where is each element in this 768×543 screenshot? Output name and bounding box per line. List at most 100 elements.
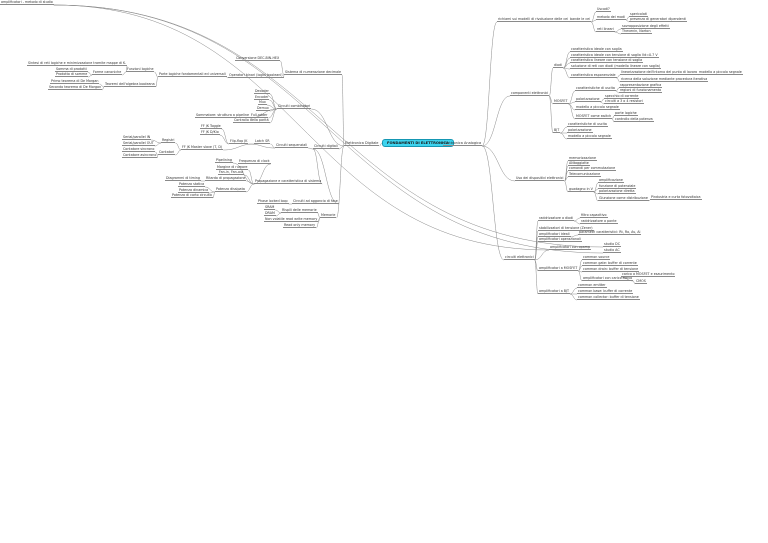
node-d-cb1[interactable]: Decoder (254, 89, 270, 94)
node-a-m4b[interactable]: controllo della potenza (614, 117, 654, 122)
node-a-b1[interactable]: caratteristiche di uscita (567, 122, 608, 127)
node-a-c6d2[interactable]: CMOS (635, 279, 647, 284)
node-d-cb4[interactable]: Demux (256, 106, 270, 111)
node-d-f2a[interactable]: Somma di prodotti (55, 67, 88, 72)
node-d-num[interactable]: Sistema di numerazione decimale (284, 70, 343, 75)
node-d-latch[interactable]: Latch SR (254, 139, 271, 144)
node-a-m3[interactable]: modello a piccolo segnale (575, 105, 620, 110)
node-a-c6c[interactable]: common drain: buffer di tensione (582, 267, 640, 272)
node-a-b2[interactable]: polarizzazione (567, 128, 593, 133)
node-a-m4a[interactable]: porte logiche (614, 111, 638, 116)
node-d-t1[interactable]: Primo teorema di De Morgan (50, 79, 100, 84)
node-a-m4[interactable]: MOSFET come switch (575, 114, 613, 119)
node-a-c7a[interactable]: common emitter (577, 283, 607, 288)
node-d-mem[interactable]: Memorie (320, 213, 337, 218)
node-d-prop[interactable]: Propagazione e caratteristica di sistema (254, 179, 323, 184)
node-d-m1[interactable]: Rispili delle memorie (281, 208, 318, 213)
node-d-fl2[interactable]: FF JK D/Kio (200, 130, 220, 135)
node-d-p2[interactable]: Frequenza di clock (238, 159, 271, 164)
node-a-c5a2[interactable]: studio AC (603, 248, 621, 253)
node-d-seq[interactable]: Circuiti sequenziali (275, 143, 309, 148)
node-a-u5b[interactable]: funzione di potenziale (598, 184, 637, 189)
node-d-f2b[interactable]: Prodotto di somme (55, 72, 89, 77)
node-d-cnt[interactable]: Contatori (158, 150, 176, 155)
node-a-c7[interactable]: amplificatori a BJT (538, 289, 571, 294)
node-d-m3[interactable]: Read only memory (283, 223, 317, 228)
node-a-d1[interactable]: caratteristica ideale con soglia (570, 47, 623, 52)
node-d-ms[interactable]: FF JK Master slave (T, D) (181, 145, 224, 150)
node-d-comb[interactable]: Circuiti combinatori (277, 104, 312, 109)
node-d-m1b[interactable]: DRAM (264, 211, 276, 216)
node-a-c6b[interactable]: common gate: buffer di corrente (582, 261, 638, 266)
node-d-t2[interactable]: Secondo teorema di De Morgan (48, 85, 103, 90)
node-d-ma1[interactable]: Phase locked loop (257, 199, 289, 204)
node-d-p6b[interactable]: Potenza dinamica (178, 188, 210, 193)
node-d-flip[interactable]: Flip-flop JK (229, 139, 249, 144)
node-d-p3[interactable]: Margine di rumore (216, 165, 249, 170)
node-a-c5a1[interactable]: studio DC (603, 242, 622, 247)
node-d-f1[interactable]: Sintesi di reti logiche e minimizzazione… (27, 61, 128, 66)
node-a-disp[interactable]: Uso dei dispositivi elettronici (515, 176, 565, 181)
node-a-c5a[interactable]: amplificatori - metodo di studio (0, 0, 54, 5)
node-d-m1a[interactable]: SRAM (264, 205, 276, 210)
node-a-diodi[interactable]: diodi (553, 63, 564, 68)
node-a-c6[interactable]: amplificatori a MOSFET (538, 266, 579, 271)
node-a-u1[interactable]: memorizzazione (568, 156, 598, 161)
node-a-m1[interactable]: caratteristiche di uscita (575, 86, 616, 91)
node-a-u5a[interactable]: amplificazione (598, 178, 624, 183)
node-d-reg[interactable]: Registri (161, 138, 176, 143)
node-d-cb3[interactable]: Mux (258, 100, 267, 105)
node-a-mos[interactable]: MOSFET (553, 99, 569, 104)
node-a-bjt[interactable]: BJT (553, 128, 561, 133)
node-a-c1a[interactable]: filtro capacitivo (580, 213, 608, 218)
node-a-c1b[interactable]: raddrizzatore a ponte (580, 219, 618, 224)
node-d-t[interactable]: Teoremi dell'algebra booleana (104, 82, 156, 87)
node-d-reg2[interactable]: Serial/parallel OUT (122, 141, 155, 146)
node-a-c7b[interactable]: common base: buffer di corrente (577, 289, 634, 294)
node-a-c7c[interactable]: common collector: buffer di tensione (577, 295, 640, 300)
node-a-b3[interactable]: modello a piccolo segnale (567, 134, 612, 139)
node-d-fl1[interactable]: FF JK Toggle (200, 124, 222, 129)
node-a-semi-b3[interactable]: reti lineari (596, 27, 615, 32)
node-e-analog[interactable]: Elettronica Analogica (443, 141, 483, 146)
node-a-c3a[interactable]: parametri caratteristici: Rt, Ro, Av, Ai (578, 230, 642, 235)
node-d-cb5[interactable]: Full-adder (250, 113, 269, 118)
node-a-u5d[interactable]: Giunzione come distribuzione (598, 196, 649, 201)
node-a-c5[interactable]: amplificatori con opamp (549, 245, 592, 250)
node-d-p6a[interactable]: Potenza statica (178, 182, 206, 187)
node-a-d3[interactable]: caratteristica lineare con tensione di s… (570, 58, 644, 63)
node-d-cnt1[interactable]: Contatore sincrono (122, 147, 156, 152)
node-d-f[interactable]: Funzioni logiche (126, 67, 155, 72)
node-a-c1[interactable]: raddrizzatore a diodi (538, 216, 575, 221)
node-a-c6d1[interactable]: carico a MOSFET e esaurimento (621, 272, 676, 277)
node-a-u5c[interactable]: polarizzazione diretta (598, 189, 636, 194)
node-a-m2b[interactable]: circuiti a 3 o 4 resistori (604, 99, 644, 104)
node-a-d5b[interactable]: ricerca della soluzione mediante procedu… (620, 77, 709, 82)
root-node[interactable]: FONDAMENTI DI ELETTRONICA (382, 139, 454, 147)
node-a-d2[interactable]: caratteristica ideale con tensione di so… (570, 53, 659, 58)
node-d-m2[interactable]: Non volatile read write memory (264, 217, 319, 222)
node-d-n1[interactable]: Conversione DEC-BIN-HEX (235, 56, 281, 61)
node-a-semi-b2[interactable]: metodo dei modi (596, 15, 627, 20)
node-d-cb6[interactable]: Sommatore: struttura a pipeline (195, 113, 251, 118)
node-d-p1[interactable]: Pipelining (215, 158, 233, 163)
node-a-m1a[interactable]: rappresentazione grafica (619, 83, 663, 88)
node-a-c6a[interactable]: common source (582, 255, 611, 260)
node-d-n2[interactable]: Operatori binari (logici booleani) (228, 73, 284, 78)
node-a-d5a[interactable]: linearizzazione dell'intorno del punto d… (620, 70, 699, 75)
node-a-d5[interactable]: caratteristica esponenziale (570, 73, 617, 78)
node-a-u2[interactable]: ANtaggiatte (568, 161, 590, 166)
node-d-f2[interactable]: Forme canoniche (92, 70, 123, 75)
node-a-c3[interactable]: amplificatori ideali (538, 232, 571, 237)
node-d-n2a[interactable]: Porte logiche fondamentali ed universali (158, 72, 227, 77)
node-d-cb7[interactable]: Controllo della parità (233, 118, 270, 123)
node-a-d4[interactable]: soluzione di reti con diodi (modello lin… (570, 64, 662, 69)
node-a-circ[interactable]: circuiti elettronici (504, 255, 535, 260)
node-a-d5a1[interactable]: modello a piccolo segnale (698, 70, 743, 75)
node-d-dig[interactable]: Circuiti digitali (313, 144, 339, 149)
node-a-c6d[interactable]: amplificatori con carico attivo (582, 276, 634, 281)
node-a-u3[interactable]: comandi per commutazione (568, 166, 617, 171)
node-e-digital[interactable]: Elettronica Digitale (344, 141, 380, 146)
node-a-u5[interactable]: guadagno in V (568, 187, 594, 192)
node-d-reg1[interactable]: Serial/parallel IN (122, 135, 152, 140)
